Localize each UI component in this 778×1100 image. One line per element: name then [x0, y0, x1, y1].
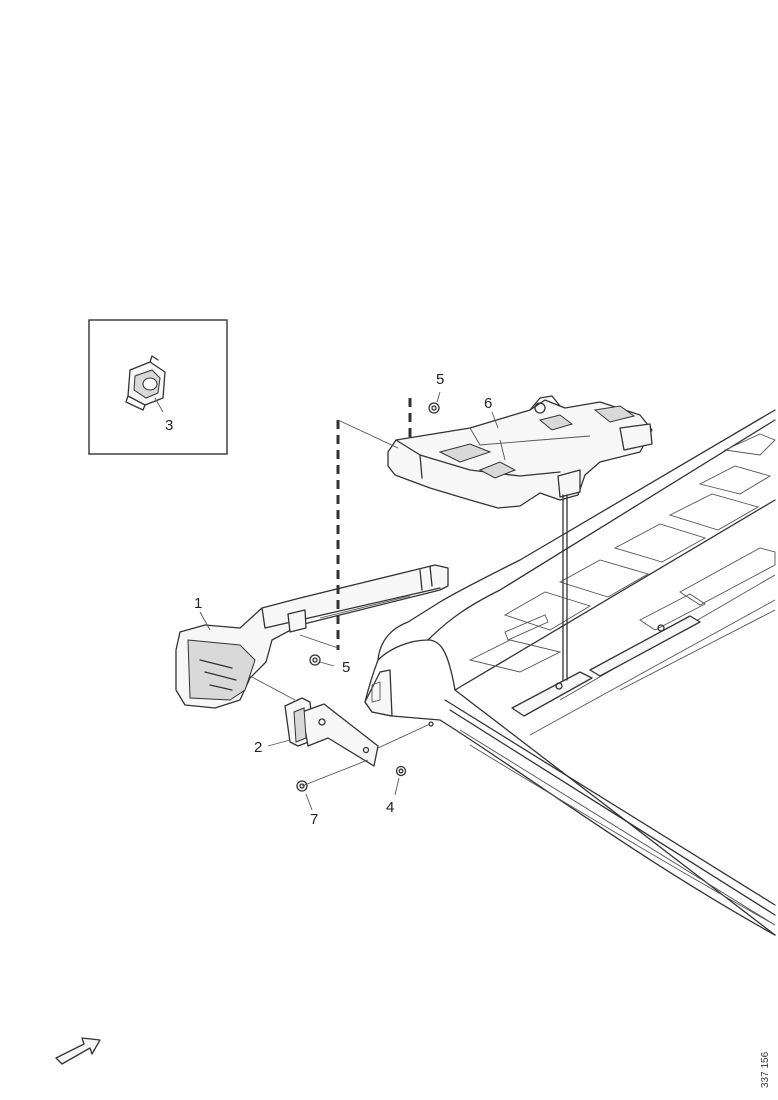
reference-code: 337 156: [760, 1051, 771, 1088]
roof-panels: [468, 433, 776, 736]
part-6-bracket: [387, 395, 653, 509]
nut-5-upper-icon: [428, 391, 441, 414]
callout-5-upper: 5: [436, 371, 444, 388]
screw-4-icon: [394, 765, 407, 796]
callout-6: 6: [484, 395, 492, 412]
callout-5-lower: 5: [342, 659, 350, 676]
nut-5-lower-icon: [309, 654, 335, 667]
callout-7: 7: [310, 811, 318, 828]
callout-2: 2: [254, 739, 262, 756]
vehicle-roof: [364, 409, 776, 936]
callout-3: 3: [165, 417, 173, 434]
callouts: 1 2 4 5 5 6 7: [194, 371, 499, 828]
detail-inset: 3: [88, 319, 228, 455]
fasteners: [296, 391, 441, 811]
assembly-lines: [299, 398, 568, 787]
part-2-bracket: [249, 675, 379, 767]
arrow-right-up-icon: [55, 1037, 101, 1065]
part-1-cover: [175, 564, 449, 709]
callout-4: 4: [386, 799, 394, 816]
callout-1: 1: [194, 595, 202, 612]
clip-nut-icon: [125, 355, 166, 413]
